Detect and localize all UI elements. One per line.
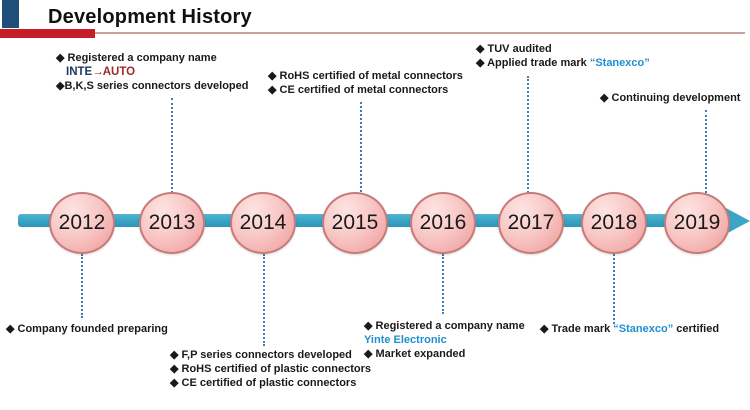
annotation-text: ◆ Trade mark [540, 323, 614, 335]
annotation-line: ◆ Registered a company name [56, 52, 217, 64]
brand-inte: INTE [66, 66, 93, 78]
brand-auto: AUTO [102, 66, 136, 78]
annotation-line: ◆ CE certified of plastic connectors [170, 377, 357, 389]
page-title: Development History [48, 6, 252, 28]
annotation-2019: ◆ Continuing development [600, 91, 740, 105]
year-circle-2016: 2016 [410, 192, 476, 254]
annotation-2017: ◆ TUV audited ◆ Applied trade mark “Stan… [476, 42, 650, 70]
trademark-stanexco: “Stanexco” [589, 57, 650, 69]
annotation-line: ◆ Trade mark “Stanexco” certified [540, 322, 719, 336]
annotation-line: ◆ RoHS certified of plastic connectors [170, 363, 371, 375]
annotation-2014: ◆ F,P series connectors developed ◆ RoHS… [170, 348, 371, 390]
annotation-2013: ◆ Registered a company name INTE→AUTO ◆B… [56, 51, 248, 93]
brand-logo-inte-auto: INTE→AUTO [56, 65, 248, 79]
connector-2013 [171, 98, 173, 193]
annotation-line: ◆ CE certified of metal connectors [268, 84, 449, 96]
brand-arrow-icon: → [92, 66, 103, 78]
annotation-text: certified [673, 323, 720, 335]
header-underline [95, 32, 745, 34]
trademark-stanexco: “Stanexco” [613, 323, 674, 335]
year-circle-2018: 2018 [581, 192, 647, 254]
annotation-2015: ◆ RoHS certified of metal connectors ◆ C… [268, 69, 463, 97]
connector-2015 [360, 102, 362, 192]
header-navy-block [2, 0, 19, 28]
connector-2014 [263, 254, 265, 346]
company-name-yinte: Yinte Electronic [364, 334, 447, 346]
annotation-line: ◆ Applied trade mark “Stanexco” [476, 56, 650, 70]
annotation-line: ◆ Registered a company name [364, 320, 525, 332]
annotation-line: ◆B,K,S series connectors developed [56, 80, 249, 92]
year-circle-2012: 2012 [49, 192, 115, 254]
year-circle-2014: 2014 [230, 192, 296, 254]
header-red-bar [0, 29, 95, 38]
annotation-text: ◆ Applied trade mark [476, 57, 590, 69]
year-circle-2017: 2017 [498, 192, 564, 254]
annotation-2016: ◆ Registered a company name Yinte Electr… [364, 319, 525, 361]
connector-2012 [81, 254, 83, 318]
connector-2017 [527, 76, 529, 193]
year-circle-2013: 2013 [139, 192, 205, 254]
connector-2018 [613, 254, 615, 324]
annotation-line: ◆ Market expanded [364, 348, 466, 360]
connector-2019 [705, 110, 707, 193]
annotation-line: ◆ Continuing development [600, 92, 741, 104]
annotation-line: ◆ RoHS certified of metal connectors [268, 70, 463, 82]
connector-2016 [442, 254, 444, 314]
annotation-2012: ◆ Company founded preparing [6, 322, 168, 336]
annotation-2018: ◆ Trade mark “Stanexco” certified [540, 322, 719, 336]
year-circle-2019: 2019 [664, 192, 730, 254]
annotation-line: ◆ Company founded preparing [6, 323, 168, 335]
year-circle-2015: 2015 [322, 192, 388, 254]
annotation-line: ◆ F,P series connectors developed [170, 349, 352, 361]
annotation-line: ◆ TUV audited [476, 43, 552, 55]
